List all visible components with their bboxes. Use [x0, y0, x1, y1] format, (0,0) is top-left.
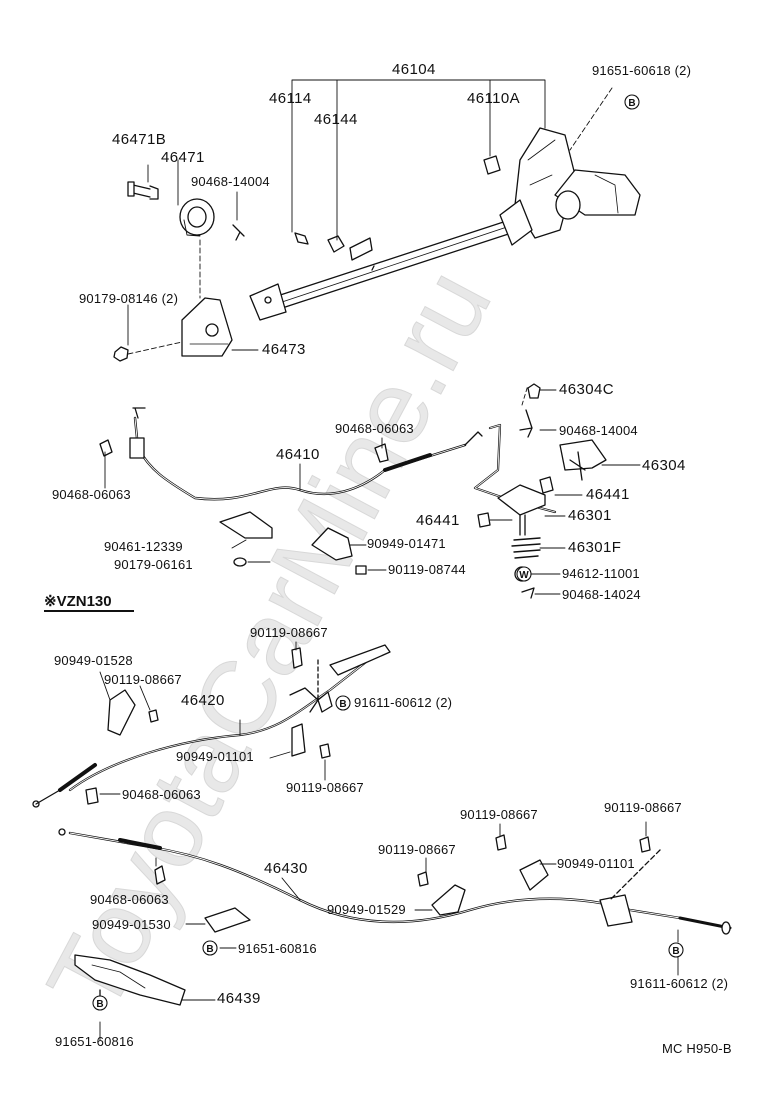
callout-90461-12339: 90461-12339	[104, 539, 183, 554]
callout-90949-01101: 90949-01101	[176, 749, 254, 764]
callout-46304c: 46304C	[559, 381, 614, 398]
figure-code: MC H950-B	[662, 1041, 732, 1056]
callout-90949-01530: 90949-01530	[92, 917, 171, 932]
badges	[92, 94, 684, 1011]
callout-90468-14004: 90468-14004	[559, 423, 638, 438]
badge-w: W	[519, 570, 529, 581]
callout-91651-60816: 91651-60816	[55, 1034, 134, 1049]
callout-90468-06063: 90468-06063	[335, 421, 414, 436]
callout-46441: 46441	[416, 512, 460, 529]
callout-46114: 46114	[269, 90, 312, 107]
callout-90119-08667: 90119-08667	[250, 625, 328, 640]
callout-46301f: 46301F	[568, 539, 622, 556]
callout-90468-14004: 90468-14004	[191, 174, 270, 189]
callout-90119-08667: 90119-08667	[378, 842, 456, 857]
top-small-parts	[113, 155, 501, 362]
badge-b: B	[206, 944, 213, 955]
lever-shaft-assembly	[249, 127, 641, 321]
callout-46301: 46301	[568, 507, 612, 524]
callout-90119-08667: 90119-08667	[460, 807, 538, 822]
callout-46420: 46420	[181, 692, 225, 709]
callout-46473: 46473	[262, 341, 306, 358]
cable-46410	[99, 407, 483, 575]
callout-90119-08667: 90119-08667	[286, 780, 364, 795]
badge-b: B	[672, 946, 679, 957]
callout-90468-06063: 90468-06063	[90, 892, 169, 907]
badge-b: B	[628, 98, 635, 109]
callout-46430: 46430	[264, 860, 308, 877]
callout-90949-01528: 90949-01528	[54, 653, 133, 668]
callout-90468-14024: 90468-14024	[562, 587, 641, 602]
callout-46304: 46304	[642, 457, 686, 474]
callout-90119-08667: 90119-08667	[604, 800, 682, 815]
callout-46439: 46439	[217, 990, 261, 1007]
cable-46430	[58, 828, 732, 1006]
callout-91651-60816: 91651-60816	[238, 941, 317, 956]
callout-46471: 46471	[161, 149, 205, 166]
callout-46410: 46410	[276, 446, 320, 463]
callout-46144: 46144	[314, 111, 358, 128]
callout-46471b: 46471B	[112, 131, 167, 148]
callout-91611-60612: 91611-60612 (2)	[630, 976, 729, 991]
callout-91611-60612: 91611-60612 (2)	[354, 695, 453, 710]
callout-90119-08744: 90119-08744	[388, 562, 466, 577]
callout-91651-60618: 91651-60618 (2)	[592, 63, 692, 78]
callout-90949-01471: 90949-01471	[367, 536, 446, 551]
leader-lines	[99, 79, 679, 1041]
callout-90179-08146: 90179-08146 (2)	[79, 291, 179, 306]
badge-b: B	[96, 999, 103, 1010]
callout-94612-11001: 94612-11001	[562, 566, 640, 581]
callout-90468-06063: 90468-06063	[122, 787, 201, 802]
callout-46441: 46441	[586, 486, 630, 503]
callout-90468-06063: 90468-06063	[52, 487, 131, 502]
badge-letters: B W B B B B	[96, 98, 679, 1010]
callout-46104: 46104	[392, 61, 436, 78]
callout-46110a: 46110A	[467, 90, 521, 107]
callout-90119-08667: 90119-08667	[104, 672, 182, 687]
callout-90949-01101: 90949-01101	[557, 856, 635, 871]
callout-90179-06161: 90179-06161	[114, 557, 193, 572]
variant-underline	[44, 610, 134, 612]
variant-marker: ※VZN130	[44, 593, 112, 610]
callout-90949-01529: 90949-01529	[327, 902, 406, 917]
badge-b: B	[339, 699, 346, 710]
cable-46420	[32, 644, 391, 808]
